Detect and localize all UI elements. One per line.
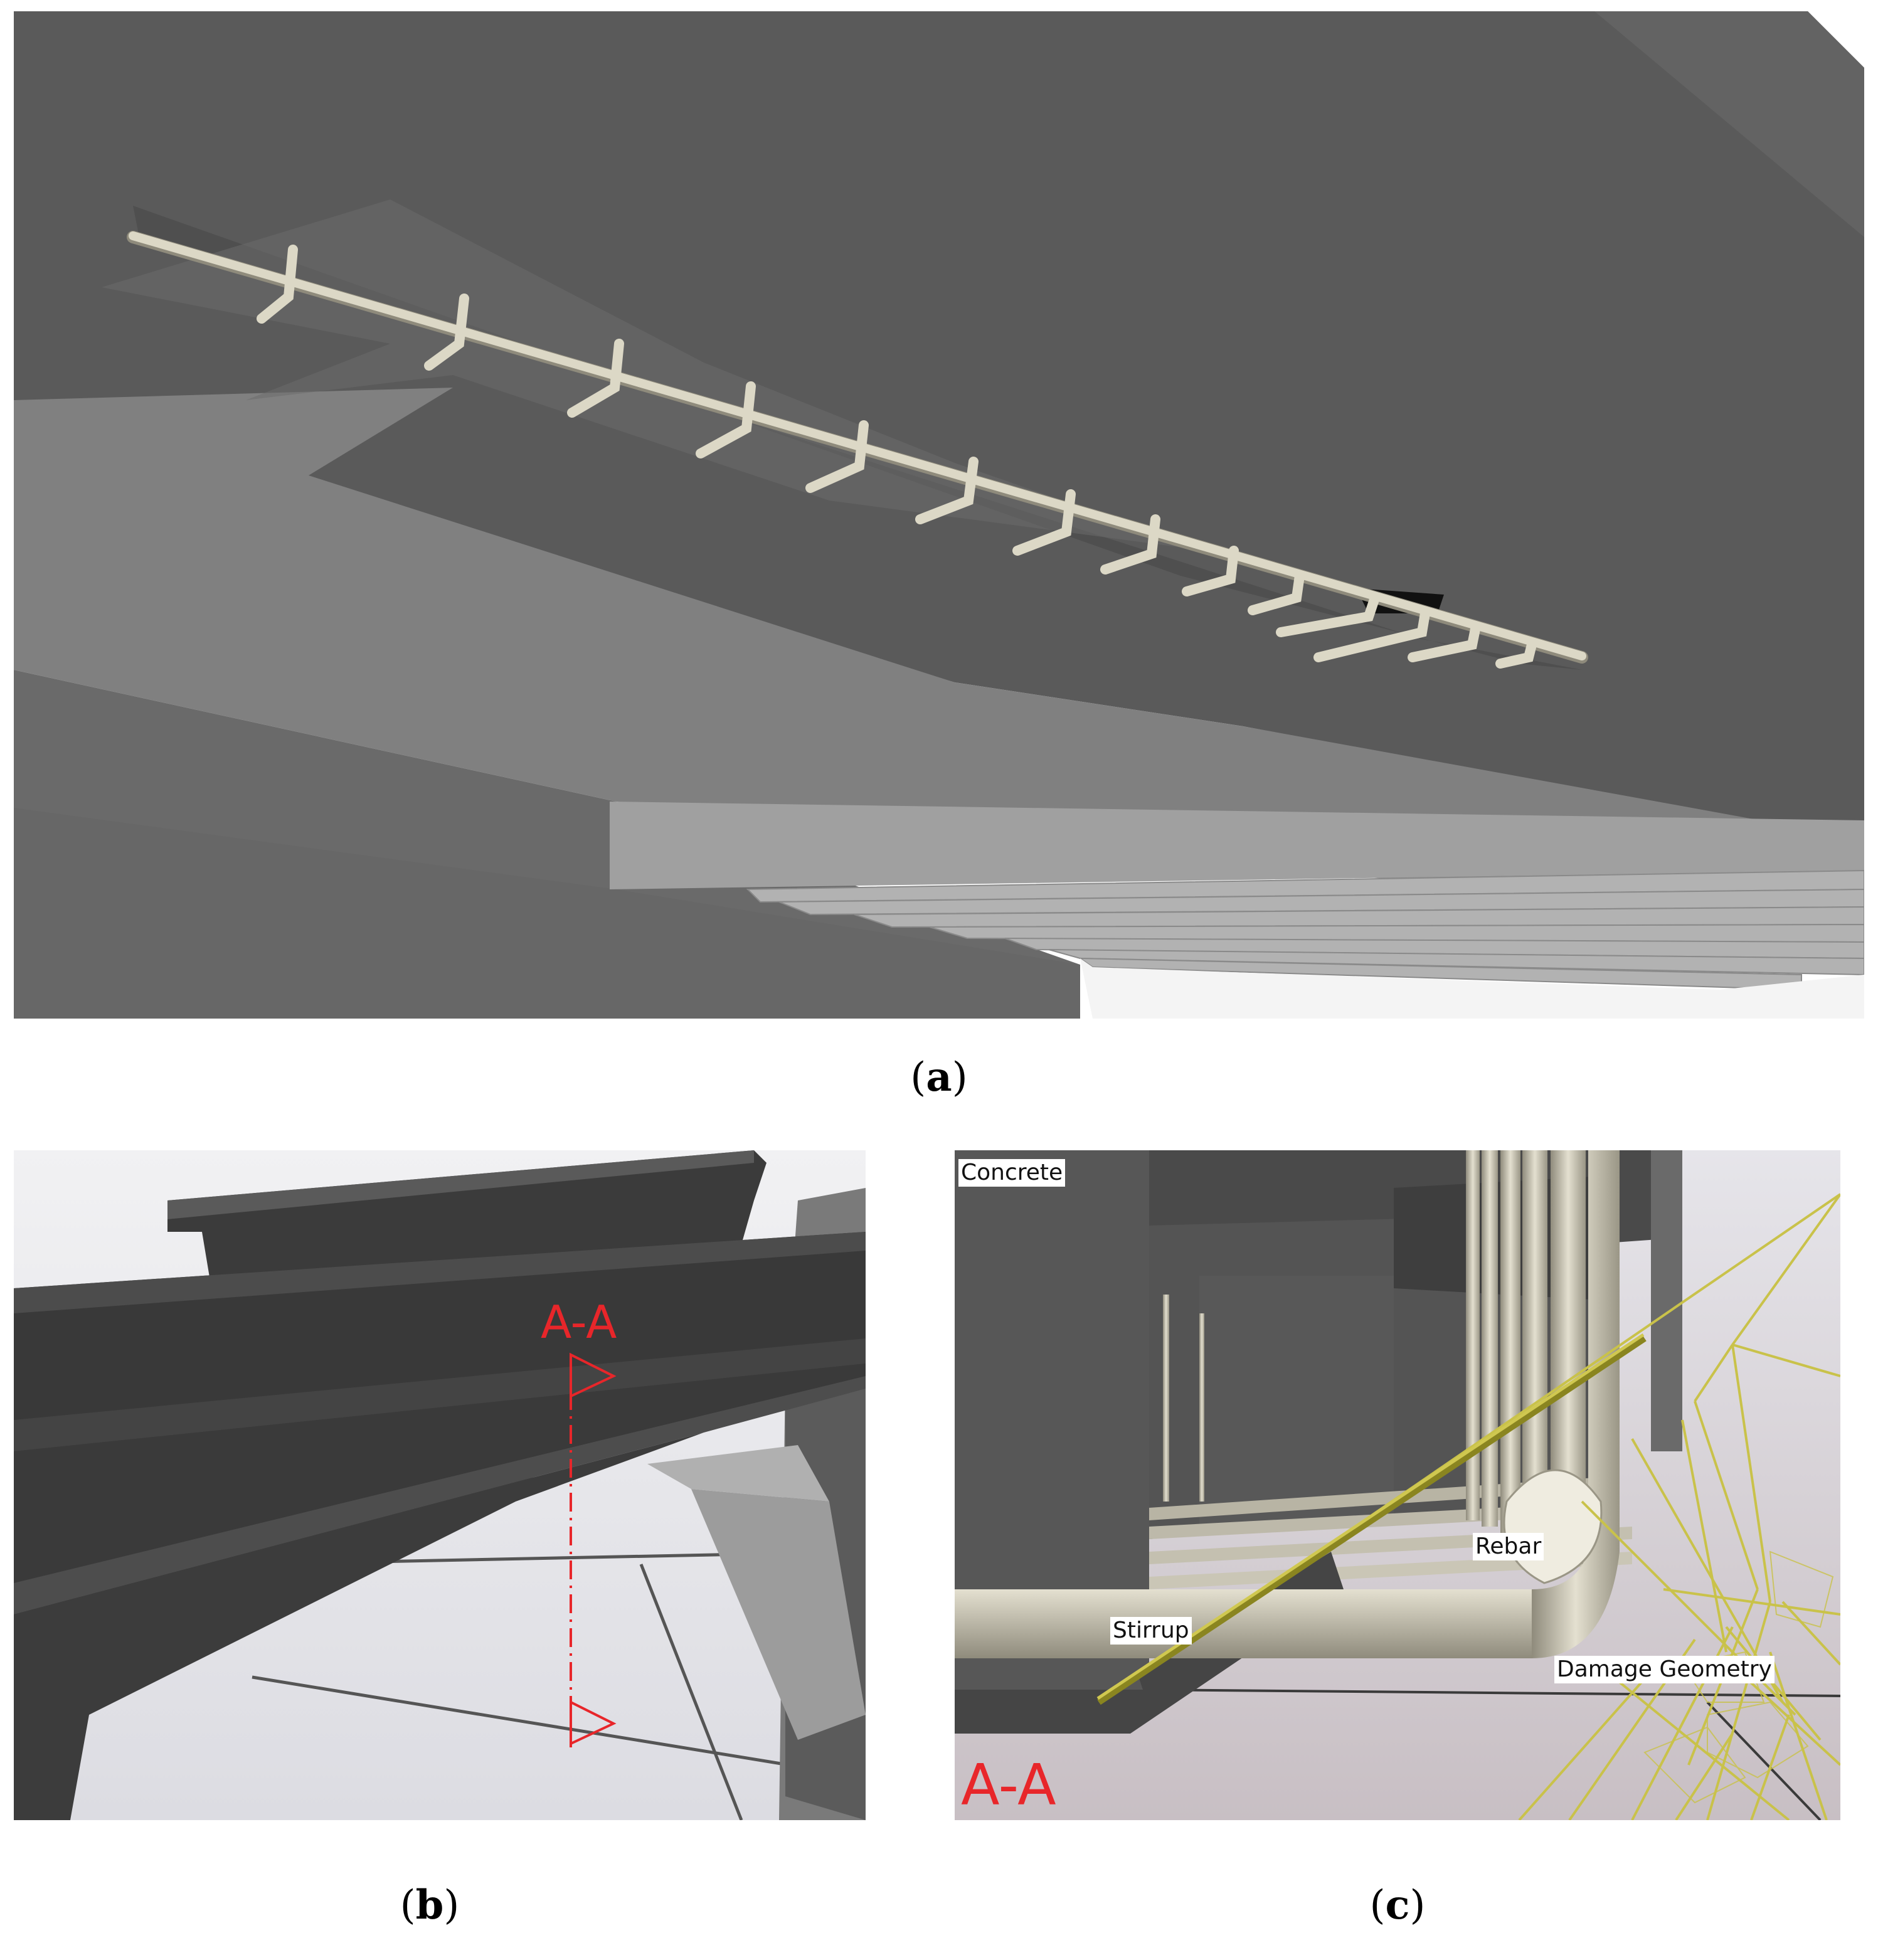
- front-girder-flange: [14, 1376, 866, 1614]
- caption-b: (b): [400, 1882, 460, 1929]
- caption-a: (a): [910, 1054, 968, 1101]
- panel-b-viewport[interactable]: A-A: [14, 1150, 866, 1820]
- label-rebar: Rebar: [1473, 1533, 1544, 1560]
- concrete-block: [955, 1150, 1149, 1690]
- stirrup-hooks: [257, 245, 1537, 669]
- panel-c-scene: [955, 1150, 1840, 1820]
- panel-b-scene: [14, 1150, 866, 1820]
- caption-c: (c): [1369, 1882, 1426, 1929]
- panel-a-viewport[interactable]: [14, 11, 1864, 1019]
- soffit-plane: [14, 388, 1864, 927]
- section-label-c: A-A: [961, 1752, 1056, 1818]
- panel-a-scene: [14, 11, 1864, 1019]
- section-label-b: A-A: [541, 1296, 617, 1348]
- label-damage-geometry: Damage Geometry: [1554, 1656, 1775, 1683]
- damage-mesh: [1098, 1193, 1840, 1820]
- deck-edge-right: [1594, 11, 1864, 237]
- label-stirrup: Stirrup: [1110, 1617, 1192, 1645]
- panel-c-viewport[interactable]: Concrete Rebar Stirrup Damage Geometry A…: [955, 1150, 1840, 1820]
- label-concrete: Concrete: [958, 1159, 1066, 1187]
- beam-ledges: [746, 869, 1864, 991]
- section-cut-marker: [570, 1352, 617, 1747]
- beam-flange: [610, 802, 1864, 889]
